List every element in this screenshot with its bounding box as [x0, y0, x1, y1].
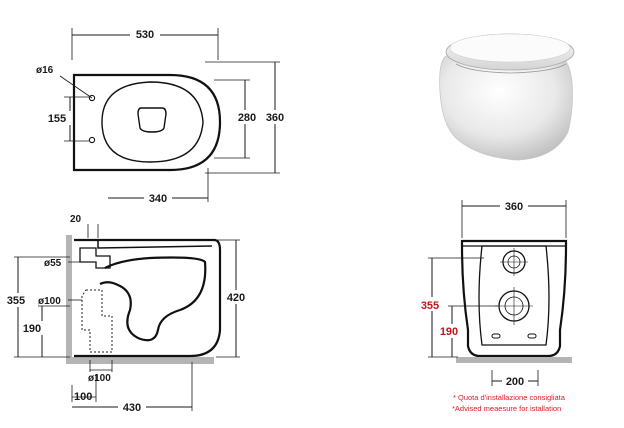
side-drain-dashed [81, 289, 113, 353]
top-fixing-hole-lower [88, 136, 96, 144]
top-view: 530 ø16 155 280 360 340 [36, 27, 288, 205]
dim-front-355: 355 [421, 300, 439, 312]
dim-top-hole: ø16 [36, 65, 54, 76]
dim-side-190: 190 [23, 323, 41, 335]
top-drain [137, 107, 167, 133]
dim-front-190: 190 [440, 326, 458, 338]
side-trapway [99, 256, 207, 342]
dim-side-drain: ø100 [38, 296, 61, 307]
dim-side-outlet: ø55 [44, 258, 62, 269]
side-body-outline [74, 238, 222, 358]
side-view: 20 ø55 ø100 355 190 420 ø100 100 [2, 214, 249, 414]
note-english: *Advised meaesure for istallation [452, 404, 561, 413]
dim-side-100: 100 [74, 391, 92, 403]
dim-side-top: 20 [70, 214, 82, 225]
top-inner-rim [101, 81, 204, 163]
product-render [439, 33, 575, 161]
front-view: 360 355 190 2 [416, 199, 572, 413]
dim-top-bowl-length: 340 [149, 193, 167, 205]
dim-top-bowl-height: 280 [238, 112, 256, 124]
dim-front-width: 360 [505, 201, 523, 213]
product-body [439, 53, 573, 161]
dim-side-420: 420 [227, 292, 245, 304]
dim-top-width: 530 [136, 29, 154, 41]
dim-side-bottom-drain: ø100 [88, 373, 111, 384]
product-lid [449, 33, 571, 63]
dim-side-355: 355 [7, 295, 25, 307]
front-inner-panel [478, 245, 550, 346]
dim-top-holes-spacing: 155 [48, 113, 66, 125]
front-body-outline [460, 239, 568, 358]
note-italian: * Quota d'installazione consigliata [453, 393, 566, 402]
side-floor [66, 357, 214, 364]
side-inlet [79, 247, 111, 269]
top-fixing-hole-upper [88, 94, 96, 102]
dim-front-200: 200 [506, 376, 524, 388]
dim-side-430: 430 [123, 402, 141, 414]
front-floor [456, 357, 572, 363]
side-wall [66, 235, 72, 361]
dim-top-total-height: 360 [266, 112, 284, 124]
top-bowl-outline [72, 73, 222, 172]
